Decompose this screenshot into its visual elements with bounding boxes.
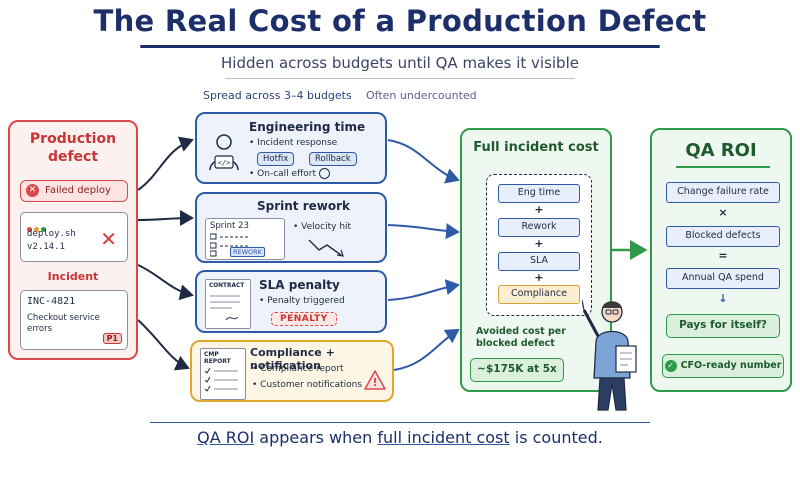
compliance-title: Compliance + notification [250,346,335,372]
production-defect-panel: Production defect ✕ Failed deploy deploy… [8,120,138,360]
full-cost-title: Full incident cost [473,140,599,155]
title-underline [140,45,660,48]
sla-title: SLA penalty [259,278,340,292]
qa-roi-panel: QA ROI Change failure rate × Blocked def… [650,128,792,392]
sprint-list-icon [210,233,248,257]
engineering-time-card: </> Engineering time • Incident response… [195,112,387,184]
svg-text:!: ! [372,376,377,389]
pays-for-itself-badge: Pays for itself? [666,314,780,338]
roi-change-failure-rate: Change failure rate [666,182,780,203]
svg-text:</>: </> [218,159,231,167]
sprint-rework-card: Sprint rework Sprint 23 REWORK • Velocit… [195,192,387,263]
cross-icon: ✕ [100,227,117,251]
clock-icon [318,168,330,179]
roi-times: × [718,206,728,219]
failed-deploy-badge: ✕ Failed deploy [20,180,128,202]
roi-equals: = [718,249,728,262]
developer-icon: </> [209,134,239,171]
plus-3: + [534,271,544,284]
roi-blocked-defects: Blocked defects [666,226,780,247]
penalty-badge: PENALTY [271,312,337,326]
sprint-label: Sprint 23 [210,221,249,231]
avoided-cost-label: Avoided cost per blocked defect [476,326,566,349]
full-incident-cost-panel: Full incident cost Eng time + Rework + S… [460,128,612,392]
warning-icon: ! [364,370,386,390]
cost-item-sla: SLA [498,252,580,271]
defect-title: Production defect [29,131,117,165]
compliance-bullet-2: • Customer notifications [252,380,363,390]
page-title: The Real Cost of a Production Defect [93,4,707,38]
arrow-compliance-to-total [393,328,460,371]
arrow-rework-to-total [387,223,460,240]
arrow-sla-to-total [387,279,460,301]
roi-annual-qa-spend: Annual QA spend [666,268,780,289]
subtitle: Hidden across budgets until QA makes it … [221,54,579,72]
rollback-tag: Rollback [309,152,357,166]
sprint-board: Sprint 23 REWORK [205,218,285,260]
engineering-bullet-1: • Incident response [249,138,338,148]
avoided-cost-value: ~$175K at 5x [470,358,564,382]
plus-1: + [534,203,544,216]
arrow-to-compliance [137,319,190,371]
roi-arrow-down-icon: ↓ [718,292,728,305]
hotfix-tag: Hotfix [257,152,295,166]
incident-id: INC-4821 [27,296,76,307]
priority-badge: P1 [102,333,122,344]
incident-desc: Checkout service errors [27,313,100,334]
window-dots-icon [27,217,48,236]
incident-label: Incident [47,270,99,283]
compliance-card: CMP REPORT Compliance + notification • C… [190,340,394,402]
engineering-bullet-2: • On-call effort [249,168,330,179]
compliance-bullet-1: • Compliance report [252,364,344,374]
cost-item-eng-time: Eng time [498,184,580,203]
arrow-to-engineering [137,136,194,191]
rework-bullet-1: • Velocity hit [293,222,352,232]
subtitle-divider [225,78,575,79]
contract-label: CONTRACT [209,283,245,289]
arrow-eng-to-total [387,139,460,184]
roi-title-underline [676,166,770,168]
cost-item-compliance: Compliance [498,285,580,304]
cost-item-rework: Rework [498,218,580,237]
plus-2: + [534,237,544,250]
rework-title: Sprint rework [257,199,351,213]
spread-label: Spread across 3–4 budgets [203,89,352,102]
cfo-ready-badge: ✓CFO-ready number [662,354,784,378]
check-icon: ✓ [664,359,677,372]
conclusion-text: QA ROI appears when full incident cost i… [197,428,603,447]
velocity-down-icon [308,239,344,257]
contract-lines-icon [210,295,240,321]
qa-person-illustration [582,299,637,411]
arrow-to-sla [137,264,194,301]
sla-penalty-card: CONTRACT SLA penalty • Penalty triggered… [195,270,387,333]
contract-doc: CONTRACT [205,279,251,329]
undercounted-label: Often undercounted [366,89,477,102]
incident-card: INC-4821 Checkout service errors P1 [20,290,128,350]
deploy-terminal: deploy.sh v2.14.1 ✕ [20,212,128,262]
x-circle-icon: ✕ [26,184,39,197]
bottom-divider [150,422,650,423]
qa-roi-title: QA ROI [685,140,757,161]
compliance-report-doc: CMP REPORT [200,348,246,400]
engineering-title: Engineering time [249,120,366,134]
checklist-icon [204,367,238,392]
sla-bullet-1: • Penalty triggered [259,296,345,306]
rework-tag: REWORK [230,247,265,257]
arrow-to-rework [137,210,194,227]
